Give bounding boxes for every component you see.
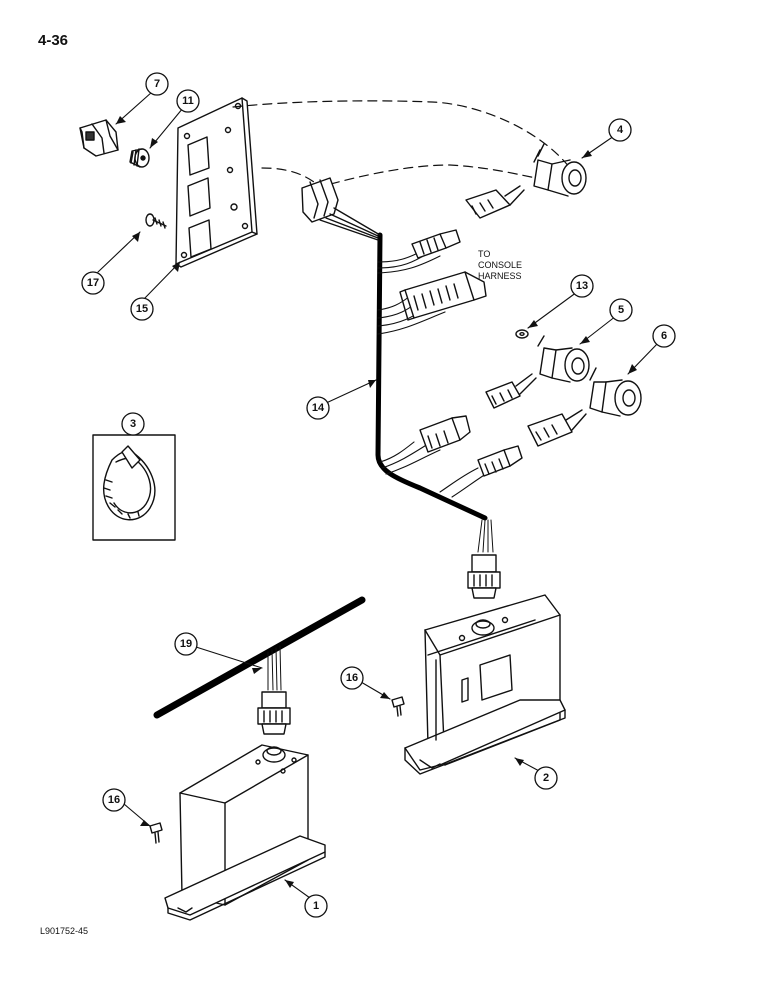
console-connector-small (411, 229, 461, 259)
sensor-4 (465, 143, 587, 219)
callout-circles (81, 72, 676, 918)
module-1 (164, 744, 326, 921)
routing-lines (232, 100, 571, 189)
callout-6: 6 (661, 330, 667, 342)
callout-16-module2: 16 (346, 672, 358, 684)
module2-plug (467, 554, 501, 599)
knob (129, 148, 150, 168)
console-connector-large (399, 271, 487, 321)
rocker-switch (79, 119, 119, 157)
callout-11: 11 (182, 95, 194, 107)
callout-13: 13 (576, 280, 588, 292)
screw-16-module2 (391, 696, 405, 717)
module1-plug (257, 691, 291, 735)
console-harness-note: TO CONSOLE HARNESS (478, 249, 522, 281)
harness-end-fan (477, 519, 494, 553)
callout-2: 2 (543, 772, 549, 784)
harness-lower-connector (419, 415, 471, 453)
callout-7: 7 (154, 78, 160, 90)
page-number: 4-36 (38, 32, 69, 49)
callout-16-module1: 16 (108, 794, 120, 806)
cable-19-fan (267, 645, 282, 691)
main-harness (375, 232, 488, 521)
note-line-1: TO (478, 249, 490, 259)
sensor-6 (527, 367, 642, 447)
mounting-plate (175, 97, 258, 268)
callout-4: 4 (617, 124, 624, 136)
cable-tie-box (92, 434, 176, 541)
harness-top-connector (301, 177, 381, 241)
callout-3: 3 (130, 418, 136, 430)
module-2 (404, 594, 566, 775)
cable-19 (153, 596, 366, 719)
sensor-5 (485, 335, 590, 409)
callout-15: 15 (136, 303, 148, 315)
callout-1: 1 (313, 900, 319, 912)
callout-5: 5 (618, 304, 624, 316)
screw-16-module1 (149, 822, 163, 844)
callout-19: 19 (180, 638, 192, 650)
arrow-heads (116, 116, 637, 888)
washer (515, 329, 529, 339)
note-line-3: HARNESS (478, 271, 522, 281)
callout-14: 14 (312, 402, 325, 414)
callout-17: 17 (87, 277, 99, 289)
note-line-2: CONSOLE (478, 260, 522, 270)
drawing-id: L901752-45 (40, 926, 89, 936)
harness-lower-small-connector (477, 445, 523, 477)
screw (145, 213, 167, 229)
